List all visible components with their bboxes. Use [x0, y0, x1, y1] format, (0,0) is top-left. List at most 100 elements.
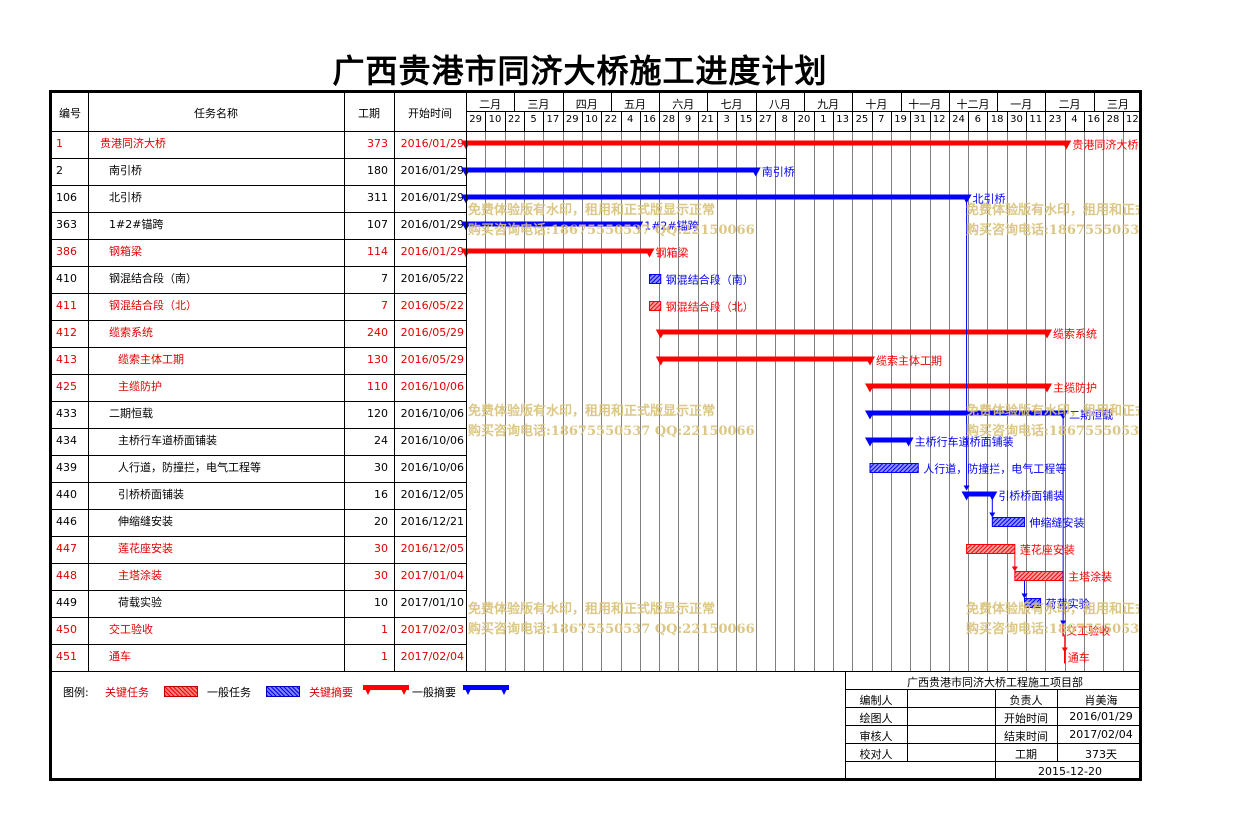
timescale-day: 3 — [723, 114, 730, 125]
bar-label: 二期恒载 — [1069, 409, 1113, 422]
timescale-day-divider — [968, 111, 970, 131]
timescale-day: 28 — [1106, 114, 1120, 125]
task-name: 缆索主体工期 — [118, 353, 184, 366]
task-duration: 120 — [367, 407, 388, 420]
dependency-arrow — [1011, 566, 1018, 572]
timescale-day: 10 — [585, 114, 598, 125]
timescale-gridline — [775, 131, 777, 671]
timescale-day-divider — [1084, 111, 1086, 131]
timescale-day-divider — [562, 111, 564, 131]
task-start: 2016/05/22 — [400, 272, 464, 285]
timescale-day-divider — [543, 111, 545, 131]
summary-cap-end — [864, 356, 875, 366]
timescale-month: 五月 — [623, 98, 646, 111]
row-separator — [52, 158, 466, 159]
timescale-day: 30 — [1010, 114, 1023, 125]
timescale-month-divider — [659, 93, 661, 111]
legend-normal-task-swatch — [266, 686, 300, 697]
timescale-day: 12 — [932, 114, 946, 125]
timescale-day-divider — [504, 111, 506, 131]
timescale-gridline — [1103, 131, 1105, 671]
timescale-gridline — [1045, 131, 1047, 671]
row-separator — [52, 293, 466, 294]
watermark: 免费体验版有水印，租用和正式版显示正常购买咨询电话:18675550537 QQ… — [468, 602, 755, 637]
summary-cap-start — [961, 491, 972, 501]
timescale-month-divider — [804, 93, 805, 111]
task-bar — [1014, 571, 1064, 581]
timescale-gridline — [832, 131, 834, 671]
task-name: 引桥桥面铺装 — [118, 488, 184, 501]
timescale-gridline — [678, 131, 680, 671]
task-start: 2016/12/21 — [400, 515, 464, 528]
task-id: 386 — [56, 245, 77, 258]
timescale-day: 11 — [1029, 114, 1043, 125]
timescale-month-divider — [755, 93, 757, 111]
task-duration: 240 — [367, 326, 388, 339]
watermark: 免费体验版有水印，租用和正式版显示正常购买咨询电话:18675550537 QQ… — [468, 404, 755, 439]
task-bar — [648, 301, 662, 311]
table-bottom-line — [52, 671, 1139, 672]
timescale-day: 27 — [758, 114, 772, 125]
timescale-day-divider — [620, 111, 622, 131]
timescale-day: 29 — [469, 114, 483, 125]
timescale-day-divider — [678, 111, 680, 131]
info-value: 2017/02/04 — [1069, 728, 1133, 741]
task-duration: 16 — [374, 488, 388, 501]
timescale-gridline — [1122, 131, 1124, 671]
task-start: 2016/10/06 — [400, 434, 464, 447]
timescale-day-divider — [1045, 111, 1047, 131]
timescale-month-divider — [562, 93, 564, 111]
task-name: 主桥行车道桥面铺装 — [118, 434, 217, 447]
dependency-arrow — [1021, 593, 1028, 599]
info-label: 开始时间 — [1004, 712, 1048, 725]
timescale-day-divider — [813, 111, 815, 131]
info-label: 审核人 — [859, 730, 893, 743]
legend-critical-task-label: 关键任务 — [105, 686, 149, 699]
timescale-day: 20 — [797, 114, 811, 125]
task-duration: 30 — [374, 542, 388, 555]
summary-cap-start — [655, 329, 666, 339]
timescale-month: 九月 — [817, 98, 840, 111]
timescale-gridline — [794, 131, 796, 671]
timescale-day-divider — [929, 111, 931, 131]
bar-label: 缆索主体工期 — [876, 354, 942, 368]
col-header-duration: 工期 — [358, 107, 380, 120]
summary-cap-end — [750, 167, 761, 177]
timescale-day: 6 — [974, 114, 981, 125]
summary-bar — [660, 329, 1048, 335]
info-label: 绘图人 — [859, 712, 893, 725]
task-id: 1 — [56, 137, 63, 150]
task-bar — [991, 517, 1026, 527]
bar-label: 主塔涂装 — [1068, 570, 1112, 584]
task-duration: 311 — [367, 191, 388, 204]
timescale-day-divider — [890, 111, 892, 131]
timescale-day-divider — [1064, 111, 1066, 131]
timescale-month-divider — [514, 93, 516, 111]
timescale-day: 8 — [781, 114, 788, 125]
row-separator — [52, 374, 466, 375]
timescale-day: 23 — [1048, 114, 1062, 125]
summary-cap-end — [644, 248, 655, 258]
task-name: 交工验收 — [109, 623, 153, 636]
timescale-month-divider — [610, 93, 612, 111]
timescale-day-divider — [1026, 111, 1028, 131]
summary-bar — [660, 356, 870, 362]
task-duration: 1 — [381, 650, 388, 663]
timescale-month: 一月 — [1010, 98, 1033, 111]
dependency-arrow — [1061, 647, 1068, 653]
task-id: 451 — [56, 650, 77, 663]
timescale-day-divider — [794, 111, 796, 131]
dependency-arrow — [1060, 620, 1067, 626]
timescale-day: 13 — [836, 114, 849, 125]
task-name: 伸缩缝安装 — [118, 515, 173, 528]
timescale-gridline — [890, 131, 892, 671]
timescale-month-divider — [1093, 93, 1095, 111]
summary-cap-end — [961, 194, 972, 204]
info-value: 373天 — [1085, 748, 1117, 761]
task-id: 449 — [56, 596, 77, 609]
task-duration: 110 — [367, 380, 388, 393]
bar-label: 伸缩缝安装 — [1030, 516, 1085, 530]
timescale-day: 24 — [952, 114, 965, 125]
task-start: 2017/01/04 — [400, 569, 464, 582]
task-id: 2 — [56, 164, 63, 177]
